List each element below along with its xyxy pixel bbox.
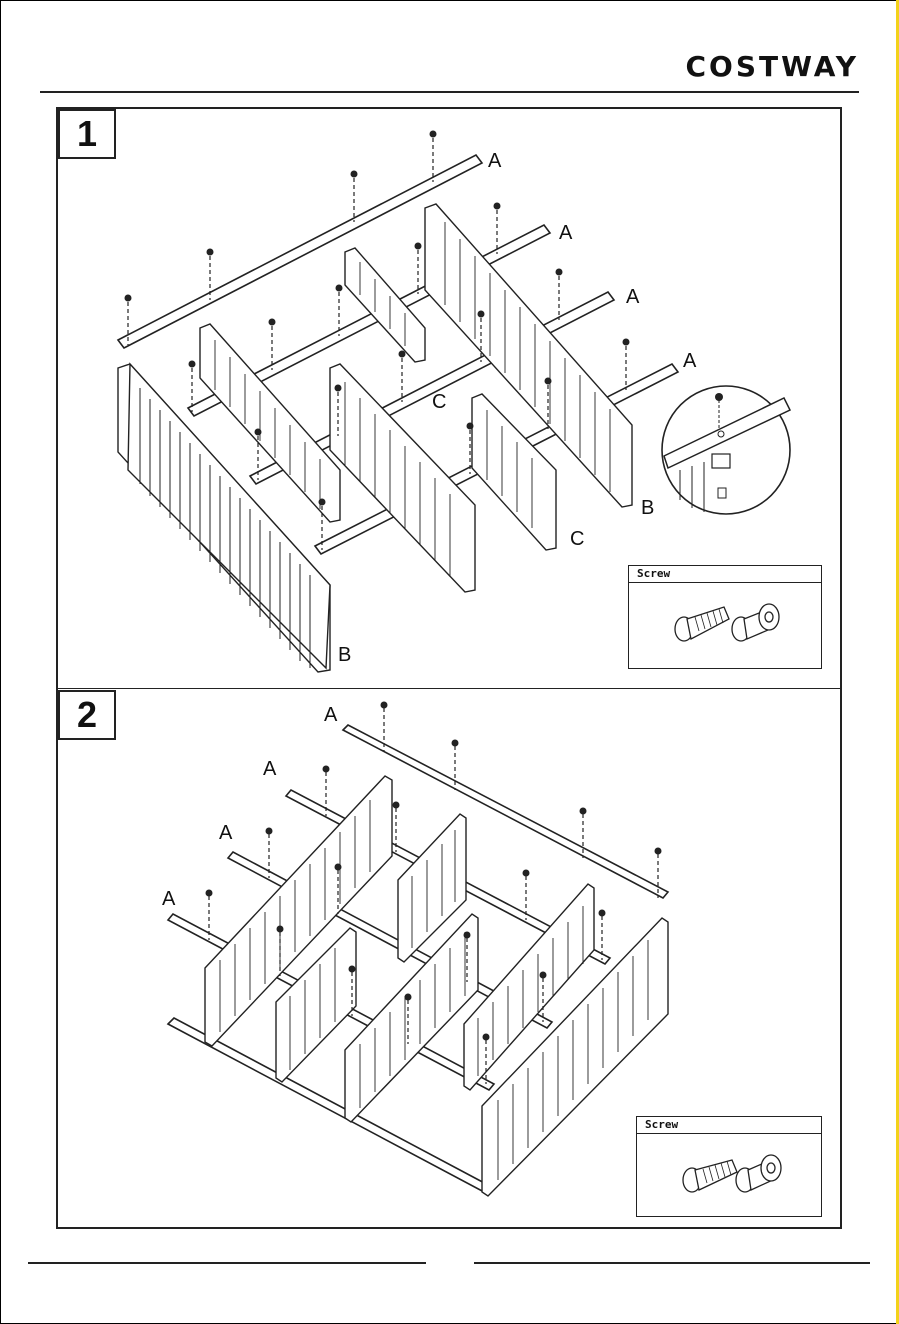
footer-rule-left (28, 1262, 426, 1264)
screw-legend-title: Screw (637, 1117, 821, 1134)
footer-rule-right (474, 1262, 870, 1264)
part-label-a: A (324, 704, 337, 727)
screw-legend-box: Screw (636, 1116, 822, 1217)
part-label-a: A (162, 888, 175, 911)
screw-and-barrel-nut-icon (637, 1134, 819, 1216)
rail-bottom (168, 1018, 490, 1192)
part-label-a: A (219, 822, 232, 845)
part-label-a: A (263, 758, 276, 781)
